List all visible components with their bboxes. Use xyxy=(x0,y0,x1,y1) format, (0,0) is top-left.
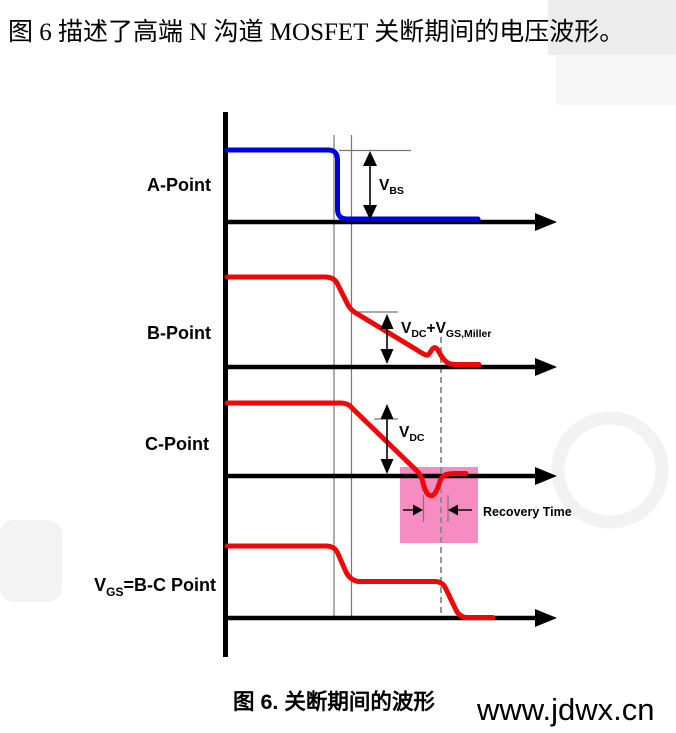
vbs-symbol: V xyxy=(379,177,390,194)
vbs-arrow xyxy=(363,151,377,220)
vdc-miller-arrow xyxy=(380,314,394,364)
reference-lines xyxy=(333,135,449,620)
trace-b-point xyxy=(224,274,482,367)
row-label-a-point: A-Point xyxy=(147,175,211,195)
row-label-vgs: VGS=B-C Point xyxy=(94,575,216,599)
watermark-shape xyxy=(0,520,62,602)
vdc-arrow xyxy=(380,404,394,474)
time-axis-gs-arrowhead-icon xyxy=(535,609,557,627)
recovery-time-label: Recovery Time xyxy=(483,505,572,519)
vdc-subscript: DC xyxy=(409,432,425,444)
vdcm-subscript2: GS,Miller xyxy=(446,328,492,340)
vdcm-symbol: V xyxy=(401,320,412,337)
vbs-label: VBS xyxy=(379,177,404,197)
vgs-subscript: GS xyxy=(106,585,123,599)
vdc-miller-label: VDC+VGS,Miller xyxy=(401,320,491,340)
vgs-rest: =B-C Point xyxy=(124,575,217,595)
vbs-subscript: BS xyxy=(389,185,404,197)
trace-vgs xyxy=(224,543,496,620)
watermark-shape xyxy=(551,411,669,529)
measurement-arrows xyxy=(363,151,472,516)
vdc-label: VDC xyxy=(399,424,425,444)
time-axis-b-arrowhead-icon xyxy=(535,358,557,376)
watermark-url[interactable]: www.jdwx.cn xyxy=(476,692,654,727)
trace-c-point xyxy=(224,400,469,499)
watermark-shape xyxy=(548,0,676,55)
row-label-c-point: C-Point xyxy=(145,434,209,454)
figure-caption: 图 6. 关断期间的波形 xyxy=(233,689,435,714)
vdc-symbol: V xyxy=(399,424,410,441)
time-axis-a-arrowhead-icon xyxy=(535,213,557,231)
time-axis-c-arrowhead-icon xyxy=(535,467,557,485)
vdcm-plus: +V xyxy=(427,320,447,337)
vgs-symbol: V xyxy=(94,575,106,595)
background-watermark xyxy=(0,0,676,602)
row-label-b-point: B-Point xyxy=(147,323,211,343)
watermark-shape xyxy=(556,55,676,105)
intro-text: 图 6 描述了高端 N 沟道 MOSFET 关断期间的电压波形。 xyxy=(8,18,624,46)
trace-a-point xyxy=(224,147,481,222)
recovery-time-arrows xyxy=(403,504,472,516)
vdcm-subscript: DC xyxy=(411,328,427,340)
